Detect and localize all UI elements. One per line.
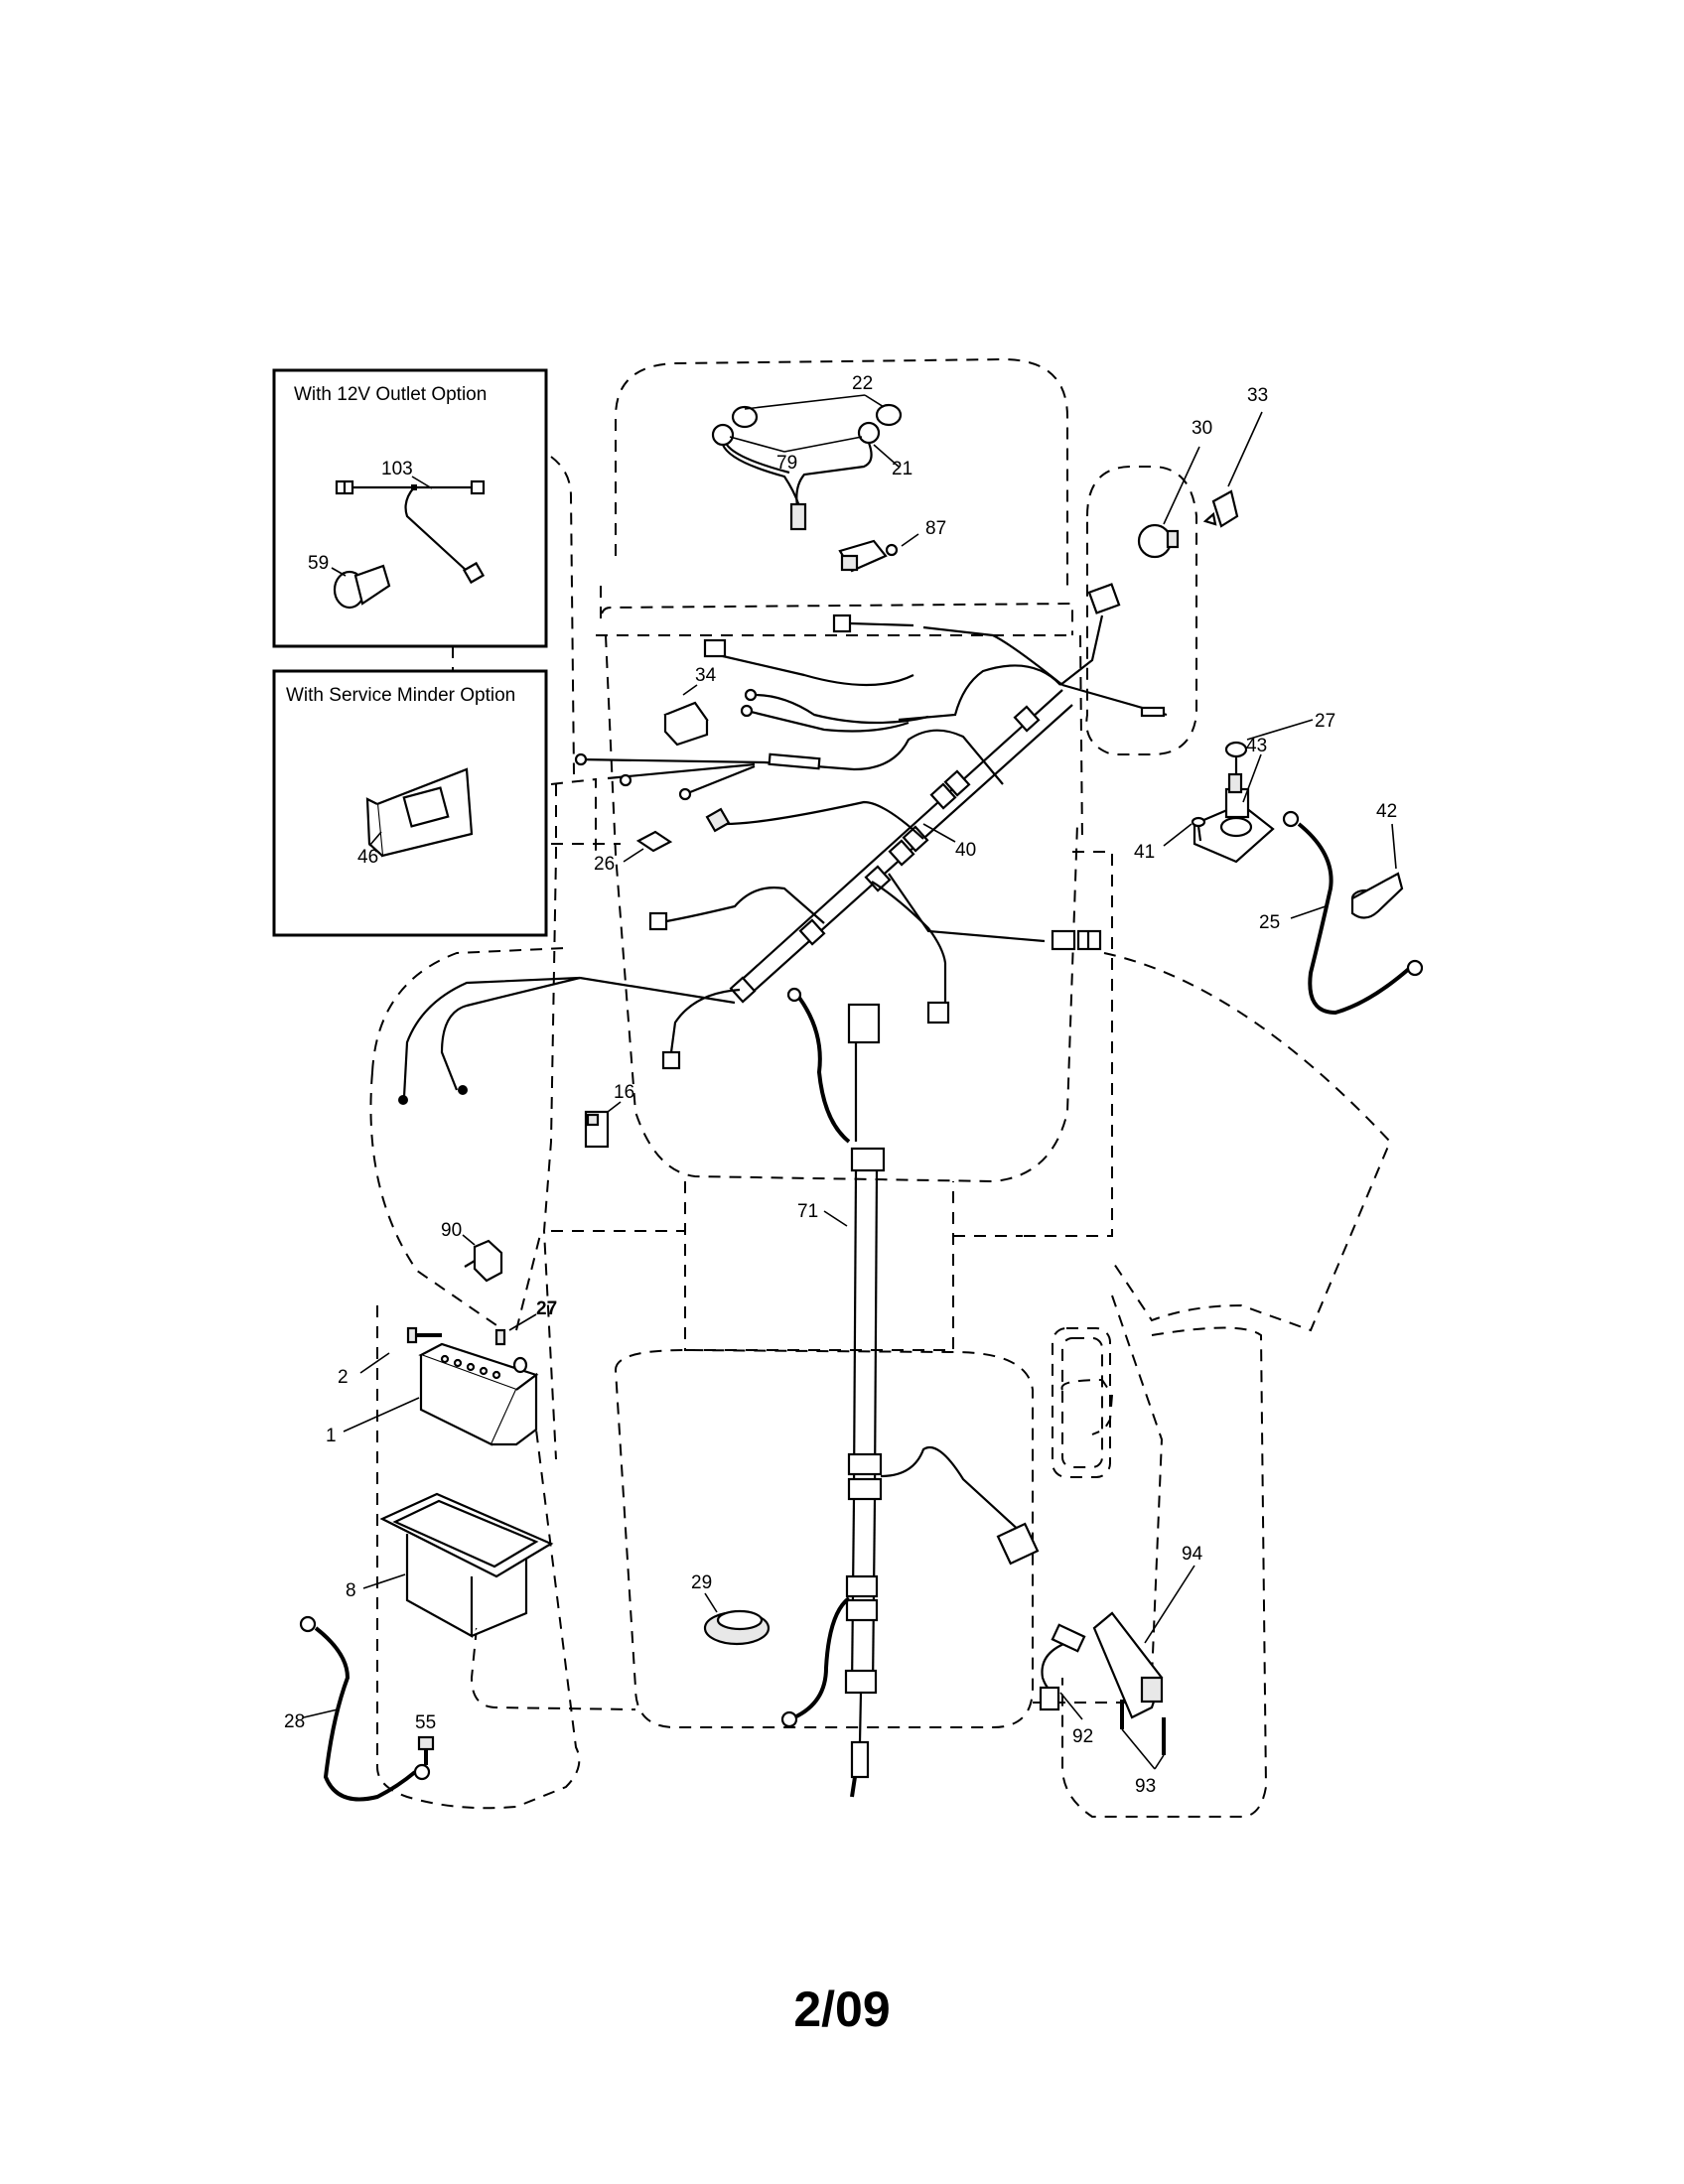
part-label-25: 25 — [1259, 912, 1280, 933]
part-label-42: 42 — [1376, 801, 1397, 822]
part-40-main-harness: 40 — [574, 583, 1168, 1070]
part-90-plug: 90 — [441, 1220, 503, 1283]
part-label-79: 79 — [776, 453, 797, 474]
part-71-rear-harness: 71 — [780, 987, 1040, 1798]
tractor-outline — [369, 357, 1392, 1818]
part-8-battery-tray: 8 — [346, 1492, 554, 1638]
part-43-solenoid: 43 — [1193, 736, 1275, 864]
part-94-seat-switch: 94 — [1092, 1544, 1203, 1719]
part-label-87: 87 — [925, 518, 946, 539]
part-27-nut: 27 — [1224, 711, 1335, 774]
part-label-43: 43 — [1246, 736, 1267, 756]
part-33-key: 33 — [1202, 385, 1268, 528]
option-box-12v-outlet: With 12V Outlet Option 103 59 — [272, 368, 548, 648]
part-28-cable: 28 — [284, 1615, 431, 1802]
part-label-33: 33 — [1247, 385, 1268, 406]
part-label-103: 103 — [381, 459, 413, 479]
part-label-21: 21 — [892, 459, 912, 479]
part-label-41: 41 — [1134, 842, 1155, 863]
part-46-service-minder: 46 — [357, 767, 474, 868]
part-label-46: 46 — [357, 847, 378, 868]
part-42-boot: 42 — [1350, 801, 1404, 919]
part-label-55: 55 — [415, 1712, 436, 1733]
part-label-27: 27 — [1315, 711, 1335, 732]
part-27-battery-nut: 27 — [494, 1298, 557, 1346]
part-label-8: 8 — [346, 1580, 356, 1601]
part-93-screws: 93 — [1120, 1700, 1166, 1797]
part-16-relay: 16 — [584, 1082, 634, 1149]
option-box-title: With Service Minder Option — [286, 685, 515, 706]
part-label-40: 40 — [955, 840, 976, 861]
part-2-bolt: 2 — [338, 1326, 442, 1388]
part-label-30: 30 — [1192, 418, 1212, 439]
part-label-92: 92 — [1072, 1726, 1093, 1747]
part-label-1: 1 — [326, 1426, 337, 1446]
headlight-assembly: 22 79 21 — [711, 373, 912, 531]
part-label-29: 29 — [691, 1572, 712, 1593]
option-box-title: With 12V Outlet Option — [294, 384, 487, 405]
left-ground-wires — [398, 976, 736, 1105]
part-30-ignition-switch: 30 — [1137, 418, 1212, 559]
part-label-59: 59 — [308, 553, 329, 574]
part-label-71: 71 — [797, 1201, 818, 1222]
part-41-bolt: 41 — [1134, 816, 1206, 863]
part-92-connector: 92 — [1039, 1623, 1093, 1747]
part-label-22: 22 — [852, 373, 873, 394]
part-29-grommet: 29 — [691, 1572, 771, 1646]
part-label-90: 90 — [441, 1220, 462, 1241]
part-55-bolt: 55 — [415, 1712, 436, 1765]
part-34-switch: 34 — [663, 665, 717, 747]
part-1-battery: 1 — [326, 1342, 539, 1446]
part-103-harness: 103 — [335, 459, 486, 585]
part-label-34: 34 — [695, 665, 717, 686]
part-label-16: 16 — [614, 1082, 634, 1103]
page-code: 2/09 — [793, 1981, 891, 2037]
part-label-93: 93 — [1135, 1776, 1156, 1797]
part-label-94: 94 — [1182, 1544, 1203, 1565]
part-label-28: 28 — [284, 1711, 305, 1732]
part-label-27-battery: 27 — [536, 1298, 557, 1319]
part-87-switch: 87 — [838, 518, 946, 573]
option-box-service-minder: With Service Minder Option 46 — [272, 669, 548, 937]
part-label-26: 26 — [594, 854, 615, 875]
part-59-outlet: 59 — [308, 553, 391, 610]
part-label-2: 2 — [338, 1367, 349, 1388]
part-25-cable: 25 — [1259, 810, 1424, 1016]
part-26-fuse: 26 — [594, 830, 673, 875]
